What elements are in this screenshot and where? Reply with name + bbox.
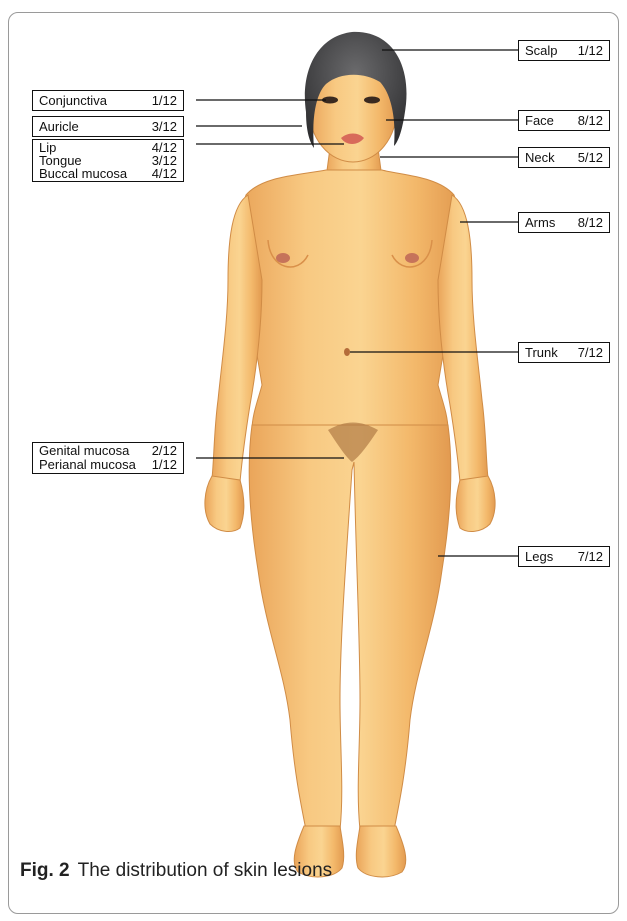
label-neck: Neck 5/12 (518, 147, 610, 168)
label-value: 1/12 (578, 43, 603, 58)
figure-caption: Fig. 2 The distribution of skin lesions (20, 860, 332, 882)
label-value: 8/12 (578, 215, 603, 230)
label-name: Conjunctiva (39, 93, 107, 108)
label-value: 1/12 (152, 458, 177, 472)
label-name: Face (525, 113, 554, 128)
label-name: Trunk (525, 345, 558, 360)
label-conjunctiva: Conjunctiva 1/12 (32, 90, 184, 111)
label-name: Buccal mucosa (39, 167, 127, 180)
label-name: Genital mucosa (39, 444, 129, 458)
label-scalp: Scalp 1/12 (518, 40, 610, 61)
label-legs: Legs 7/12 (518, 546, 610, 567)
body-silhouette (205, 54, 495, 877)
label-name: Perianal mucosa (39, 458, 136, 472)
label-value: 7/12 (578, 549, 603, 564)
label-value: 1/12 (152, 93, 177, 108)
label-value: 5/12 (578, 150, 603, 165)
label-value: 8/12 (578, 113, 603, 128)
label-value: 7/12 (578, 345, 603, 360)
label-name: Auricle (39, 119, 79, 134)
label-arms: Arms 8/12 (518, 212, 610, 233)
label-name: Scalp (525, 43, 558, 58)
label-face: Face 8/12 (518, 110, 610, 131)
caption-text: The distribution of skin lesions (78, 860, 333, 881)
label-trunk: Trunk 7/12 (518, 342, 610, 363)
label-name: Legs (525, 549, 553, 564)
label-name: Arms (525, 215, 555, 230)
label-genital: Genital mucosa 2/12 Perianal mucosa 1/12 (32, 442, 184, 474)
label-value: 4/12 (152, 167, 177, 180)
label-value: 3/12 (152, 119, 177, 134)
label-auricle: Auricle 3/12 (32, 116, 184, 137)
label-name: Neck (525, 150, 555, 165)
caption-label: Fig. 2 (20, 860, 70, 881)
label-value: 2/12 (152, 444, 177, 458)
